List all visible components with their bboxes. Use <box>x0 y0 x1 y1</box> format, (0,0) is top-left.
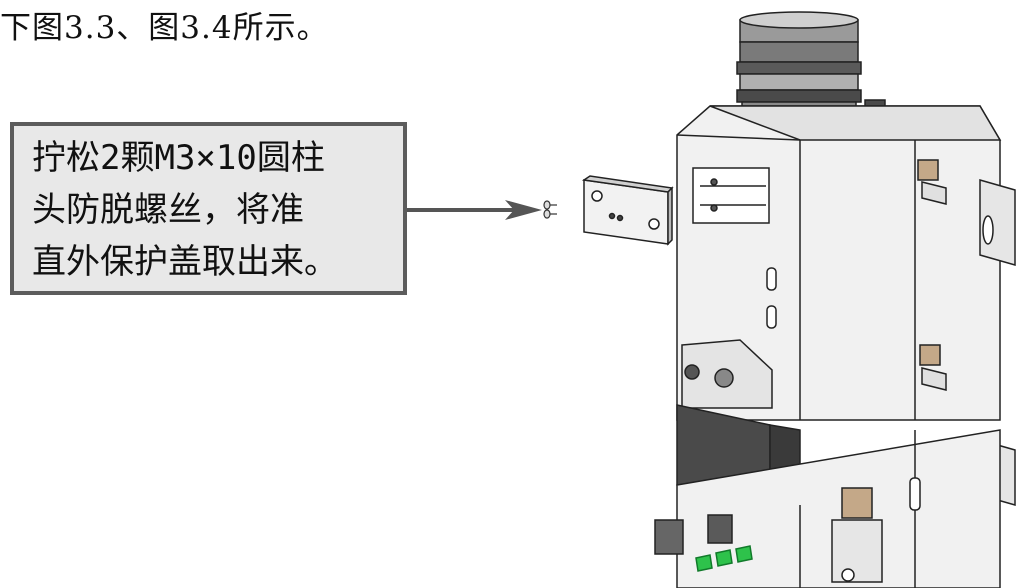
led-indicators <box>695 545 753 572</box>
cover-plate-part <box>581 175 674 246</box>
instruction-callout-box: 拧松2颗M3×10圆柱 头防脱螺丝，将准 直外保护盖取出来。 <box>10 122 407 295</box>
callout-line-3: 直外保护盖取出来。 <box>32 242 338 282</box>
screw-icon <box>543 200 557 219</box>
pointer-arrow <box>407 200 542 220</box>
page-caption: 下图3.3、图3.4所示。 <box>0 10 329 46</box>
callout-line-2: 头防脱螺丝，将准 <box>32 190 304 230</box>
laser-head-assembly <box>654 11 1016 588</box>
callout-line-1: 拧松2颗M3×10圆柱 <box>32 138 325 178</box>
